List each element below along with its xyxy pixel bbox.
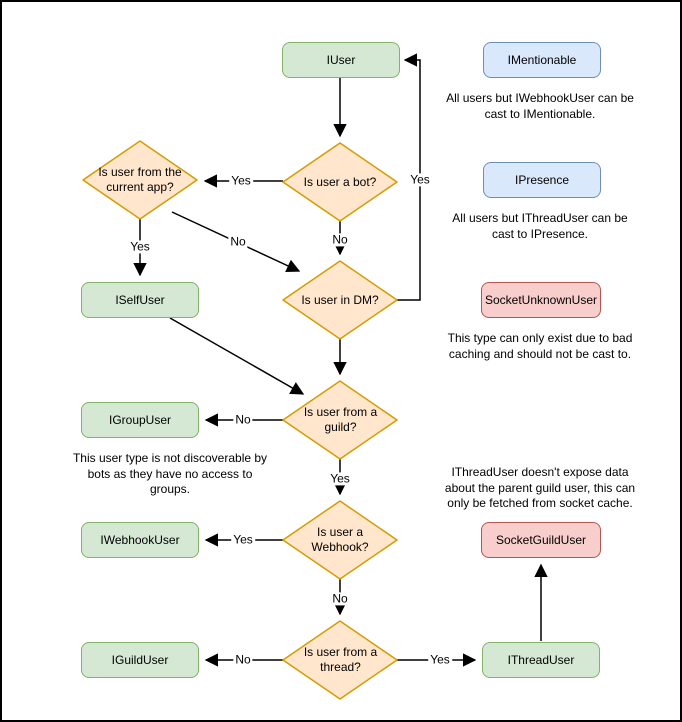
decision-is-webhook-label: Is user a Webhook? <box>311 525 369 554</box>
node-ipresence: IPresence <box>483 162 601 198</box>
node-imentionable: IMentionable <box>483 42 601 78</box>
edge-label-webhook-yes: Yes <box>231 532 255 547</box>
node-ithreaduser: IThreadUser <box>482 642 600 678</box>
decision-from-current-app-shape <box>82 140 198 220</box>
decision-from-current-app-label: Is user from the current app? <box>98 165 182 194</box>
node-iselfuser: ISelfUser <box>81 282 199 318</box>
edge-label-app-yes: Yes <box>128 239 152 254</box>
decision-from-thread-label: Is user from a thread? <box>303 645 378 674</box>
annotation-thread: IThreadUser doesn't expose data about th… <box>444 465 636 511</box>
edge-label-bot-no: No <box>330 232 350 247</box>
decision-is-bot-shape <box>282 142 398 222</box>
annotation-presence: All users but IThreadUser can be cast to… <box>452 211 628 241</box>
node-igroupuser: IGroupUser <box>81 402 199 438</box>
node-iuser: IUser <box>282 42 400 78</box>
node-iguilduser: IGuildUser <box>81 642 199 678</box>
edge-label-bot-yes: Yes <box>229 173 253 188</box>
edge-iselfuser-to-fromguild <box>169 317 305 395</box>
decision-from-guild-label: Is user from a guild? <box>303 405 378 434</box>
node-iwebhookuser: IWebhookUser <box>81 522 199 558</box>
decision-is-bot-label: Is user a bot? <box>303 174 377 189</box>
annotation-mentionable: All users but IWebhookUser can be cast t… <box>446 91 634 121</box>
edge-label-thread-no: No <box>233 652 253 667</box>
decision-from-thread-shape <box>282 620 398 700</box>
annotation-group: This user type is not discoverable by bo… <box>72 451 268 497</box>
decision-in-dm-label: Is user in DM? <box>301 292 379 307</box>
node-socketguilduser: SocketGuildUser <box>481 522 601 558</box>
edge-label-guild-no: No <box>233 412 253 427</box>
edge-label-thread-yes: Yes <box>428 652 452 667</box>
decision-is-webhook-shape <box>282 500 398 580</box>
edge-label-app-no: No <box>228 234 248 249</box>
edge-label-webhook-no: No <box>330 591 350 606</box>
annotation-unknown: This type can only exist due to bad cach… <box>447 331 633 361</box>
node-socketunknownuser: SocketUnknownUser <box>481 282 601 318</box>
decision-in-dm-shape <box>282 260 398 340</box>
edge-label-dm-yes: Yes <box>408 172 432 187</box>
decision-from-guild-shape <box>282 380 398 460</box>
edge-label-guild-yes: Yes <box>328 471 352 486</box>
